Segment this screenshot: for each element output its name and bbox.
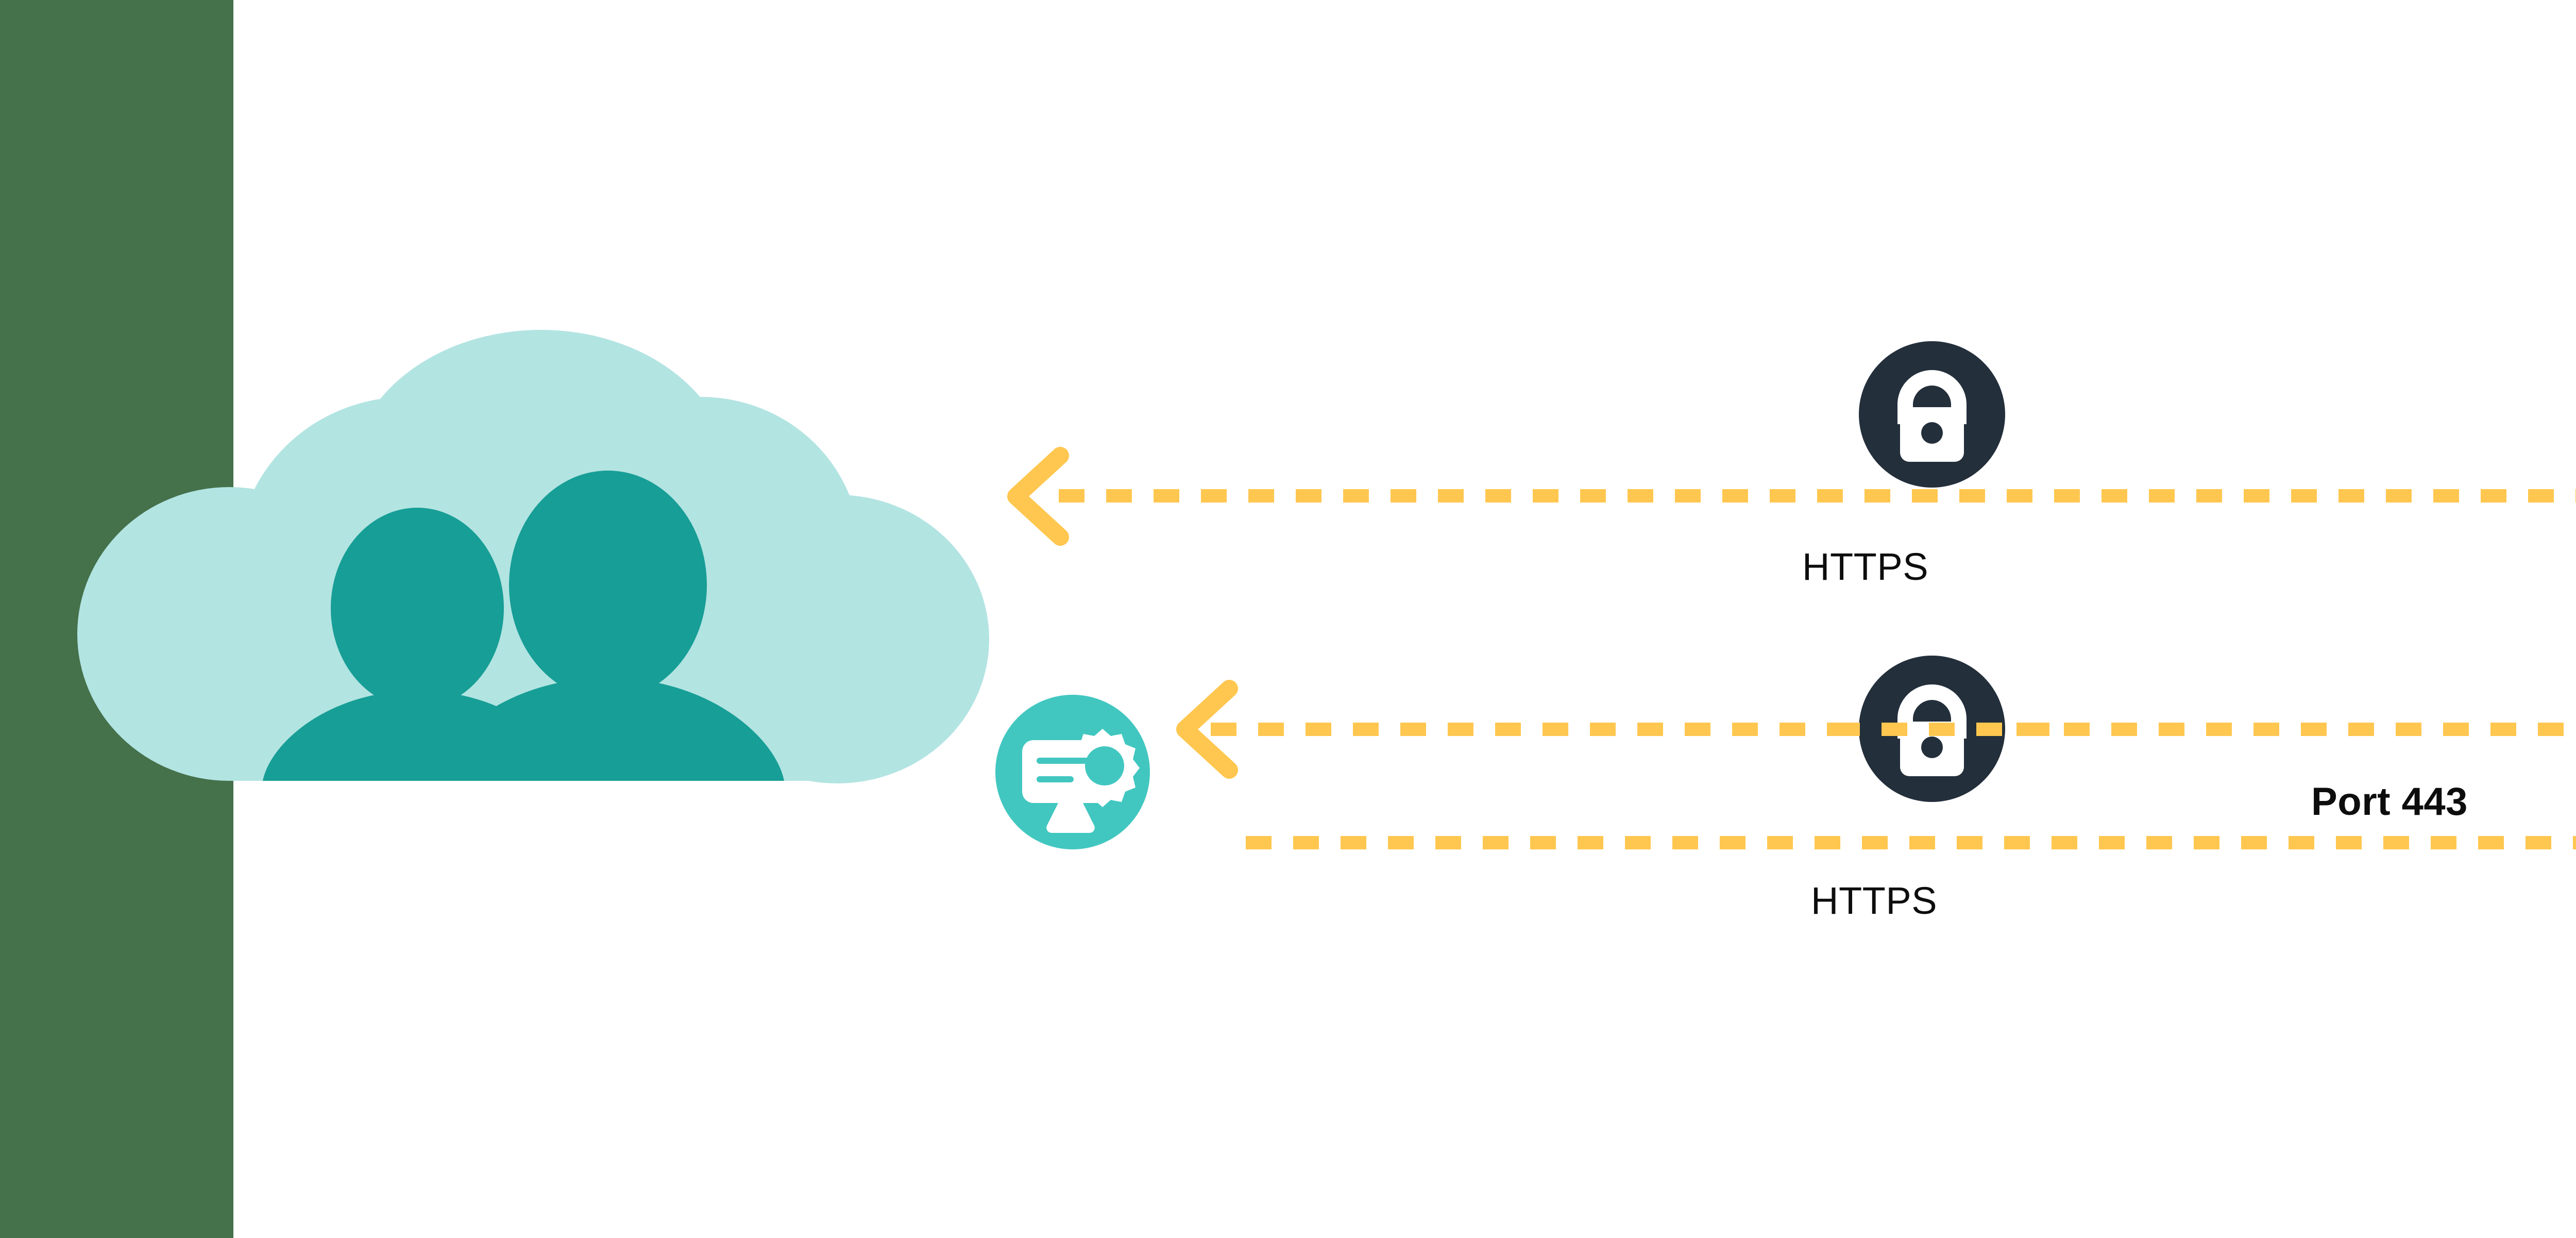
arrowhead-left-middle (1174, 680, 1238, 779)
connector-line-https-outbound (1246, 836, 2576, 849)
label-https-top: HTTPS (1802, 545, 1929, 588)
lock-badge-top (1859, 341, 2005, 488)
connector-line-port443-over-lock (1834, 723, 2050, 736)
server-certificate-badge (995, 695, 1150, 849)
label-port-443: Port 443 (2311, 780, 2468, 824)
arrowhead-left-top (1005, 447, 1069, 546)
label-https-bottom: HTTPS (1811, 879, 1938, 922)
lock-icon (1897, 370, 1967, 462)
cloud-users-icon (77, 330, 989, 783)
connector-line-https-top (1059, 489, 2576, 503)
